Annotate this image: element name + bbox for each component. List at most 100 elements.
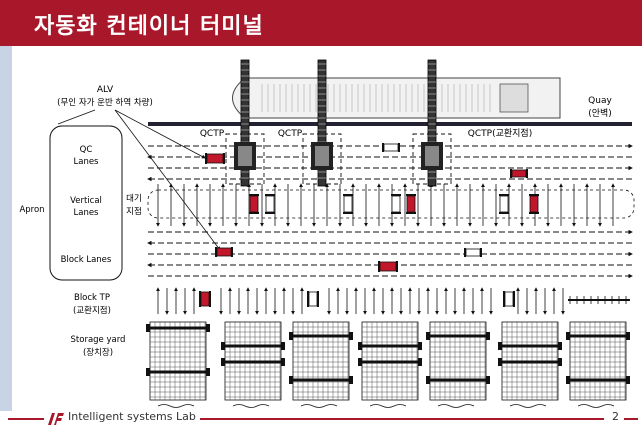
crane-spreader-inner: [425, 146, 439, 166]
title-bar: 자동화 컨테이너 터미널: [0, 0, 642, 46]
wheel: [406, 194, 416, 196]
block-tp-arrows: [156, 287, 630, 315]
wheel: [396, 261, 398, 272]
footer-line-end: [624, 418, 638, 420]
stacking-crane-leg: [206, 324, 210, 332]
vertical-lanes-label: Vertical: [70, 196, 102, 206]
waiting-area-box: [147, 189, 635, 219]
block-tp-label: Block TP: [74, 293, 110, 303]
alv-empty-icon: [464, 248, 482, 257]
stacking-crane-leg: [566, 376, 570, 384]
wheel: [382, 143, 384, 152]
alv-loaded-icon: [205, 153, 225, 164]
storage-yard-label: Storage yard: [71, 335, 126, 345]
stacking-crane-leg: [626, 332, 630, 340]
wheel: [499, 194, 509, 196]
alv-empty-icon: [391, 194, 401, 214]
block-outline: [429, 321, 487, 401]
lanes-box: [49, 125, 123, 281]
lane-arrows: [147, 143, 633, 279]
alv-body: [200, 291, 210, 307]
alv-body: [406, 195, 416, 213]
alv-body: [504, 291, 514, 307]
crane-boom: [317, 59, 327, 187]
lab-logo-icon: [46, 411, 66, 425]
alv-loaded-icon: [215, 247, 233, 257]
alv-body: [465, 248, 481, 257]
alv-body: [343, 195, 353, 213]
storage-yard-sub-label: (장치장): [83, 347, 113, 358]
alv-body: [308, 291, 318, 307]
storage-block: [358, 321, 422, 408]
vertical-arrows: [156, 183, 615, 227]
wheel: [343, 212, 353, 214]
storage-block: [566, 321, 630, 408]
stacking-crane-leg: [358, 358, 362, 366]
alv-body: [391, 195, 401, 213]
vertical-lanes-label-2: Lanes: [74, 208, 100, 218]
block-outline: [292, 321, 350, 401]
alv-pointer-2: [114, 109, 221, 251]
alv-body: [216, 247, 232, 257]
wheel: [529, 212, 539, 214]
wheel: [209, 291, 211, 307]
alv-loaded-icon: [510, 169, 528, 178]
qctp-label-3: QCTP(교환지점): [468, 127, 532, 139]
qctp-label-1: QCTP: [200, 129, 225, 139]
storage-block: [289, 321, 353, 408]
footer-line-left: [8, 418, 44, 420]
wheel: [503, 291, 505, 307]
crane-boom: [427, 59, 437, 187]
alv-description: (무인 자가 운반 하역 차량): [57, 97, 153, 108]
wheel: [510, 169, 512, 178]
block-outline: [149, 321, 207, 401]
stacking-crane-leg: [418, 342, 422, 350]
stacking-crane-leg: [486, 332, 490, 340]
stacking-crane-leg: [558, 358, 562, 366]
wheel: [199, 291, 201, 307]
stacking-crane-leg: [221, 342, 225, 350]
footer-line-right: [200, 418, 604, 420]
apron-label: Apron: [19, 205, 44, 215]
quay-crane-icon: [225, 59, 265, 187]
alv-empty-icon: [265, 194, 275, 214]
storage-block: [426, 321, 490, 408]
wheel: [480, 248, 482, 257]
qc-lanes-label-2: Lanes: [74, 157, 100, 167]
alv-body: [511, 169, 527, 178]
wheel: [231, 247, 233, 257]
alv-empty-icon: [382, 143, 400, 152]
wheel: [265, 194, 275, 196]
quay-cranes: [225, 59, 452, 187]
stacking-crane-leg: [498, 342, 502, 350]
alv-empty-icon: [343, 194, 353, 214]
wheel: [223, 153, 225, 164]
quay-crane-icon: [412, 59, 452, 187]
wheel: [529, 194, 539, 196]
alv-body: [499, 195, 509, 213]
quay-sub-label: (안벽): [588, 108, 612, 119]
alv-body: [379, 261, 397, 272]
stacking-crane-leg: [358, 342, 362, 350]
wheel: [406, 212, 416, 214]
stacking-crane-leg: [498, 358, 502, 366]
quay-crane-icon: [302, 59, 342, 187]
wheel: [513, 291, 515, 307]
block-continuation-mark: [300, 404, 338, 408]
block-continuation-mark: [509, 404, 547, 408]
stacking-crane-leg: [146, 324, 150, 332]
alv-loaded-icon: [378, 261, 398, 272]
qc-lanes-label: QC: [80, 145, 93, 155]
alv-empty-icon: [307, 291, 319, 307]
stacking-crane-leg: [289, 376, 293, 384]
storage-block: [498, 321, 562, 408]
quay-label: Quay: [588, 96, 612, 106]
stacking-crane-leg: [289, 332, 293, 340]
wheel: [343, 194, 353, 196]
wheel: [391, 212, 401, 214]
block-continuation-mark: [157, 404, 195, 408]
stacking-crane-leg: [349, 376, 353, 384]
alv-body: [249, 195, 259, 213]
block-continuation-mark: [369, 404, 407, 408]
